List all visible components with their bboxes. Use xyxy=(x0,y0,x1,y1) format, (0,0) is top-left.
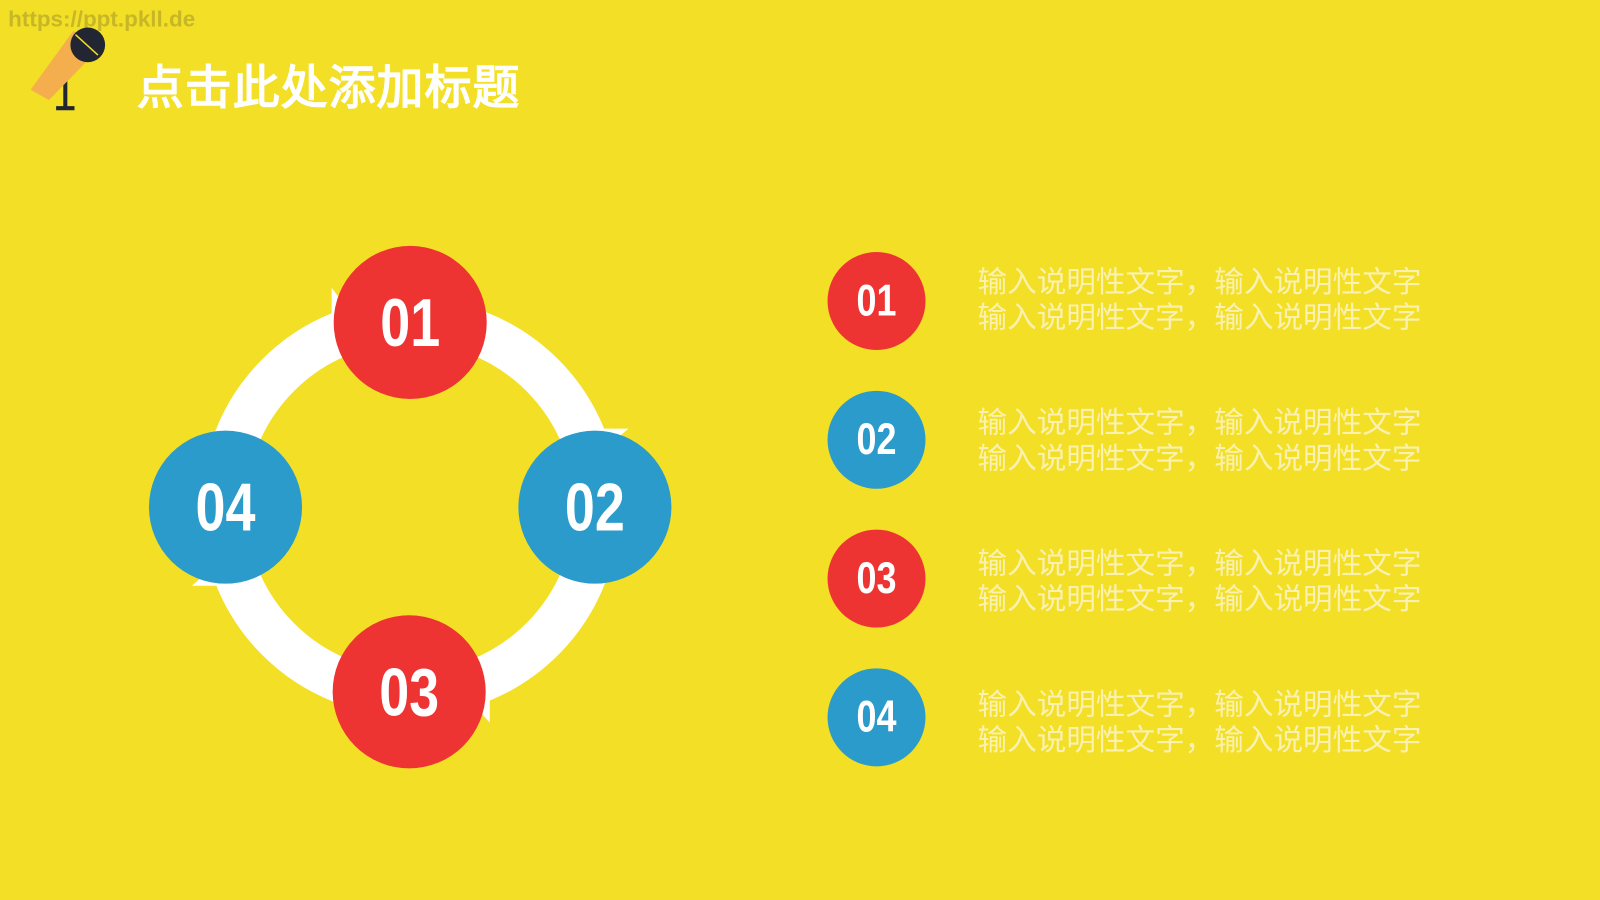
desc-line: 输入说明性文字，输入说明性文字 xyxy=(977,581,1422,617)
cycle-diagram xyxy=(148,245,926,769)
item-number: 04 xyxy=(856,691,897,742)
desc-line: 输入说明性文字，输入说明性文字 xyxy=(977,405,1422,440)
cycle-node-03 xyxy=(332,615,486,769)
cycle-node-02 xyxy=(518,430,672,584)
desc-line: 输入说明性文字，输入说明性文字 xyxy=(977,686,1422,722)
item-description[interactable]: 输入说明性文字，输入说明性文字输入说明性文字，输入说明性文字 xyxy=(978,546,1422,617)
page-title[interactable]: 点击此处添加标题 xyxy=(136,60,521,116)
cycle-label: 04 xyxy=(195,469,256,545)
desc-line: 输入说明性文字，输入说明性文字 xyxy=(977,545,1422,581)
item-description[interactable]: 输入说明性文字，输入说明性文字输入说明性文字，输入说明性文字 xyxy=(978,264,1422,335)
item-description[interactable]: 输入说明性文字，输入说明性文字输入说明性文字，输入说明性文字 xyxy=(978,687,1422,758)
item-number: 03 xyxy=(856,553,897,604)
desc-line: 输入说明性文字，输入说明性文字 xyxy=(977,440,1422,476)
desc-line: 输入说明性文字，输入说明性文字 xyxy=(977,264,1422,299)
desc-line: 输入说明性文字，输入说明性文字 xyxy=(977,299,1422,335)
cycle-label: 02 xyxy=(564,469,625,545)
item-badge-02 xyxy=(827,390,926,489)
cycle-label: 01 xyxy=(380,284,441,361)
microphone-icon xyxy=(30,27,106,111)
item-description[interactable]: 输入说明性文字，输入说明性文字输入说明性文字，输入说明性文字 xyxy=(978,405,1422,476)
watermark: https://ppt.pkll.de xyxy=(8,6,196,32)
item-number: 02 xyxy=(856,414,897,465)
item-badge-03 xyxy=(827,529,926,628)
item-number: 01 xyxy=(856,275,897,326)
item-badge-01 xyxy=(827,252,926,350)
cycle-label: 03 xyxy=(379,654,440,730)
desc-line: 输入说明性文字，输入说明性文字 xyxy=(977,722,1422,758)
cycle-node-01 xyxy=(333,245,487,399)
item-badge-04 xyxy=(827,668,926,767)
cycle-node-04 xyxy=(148,430,303,584)
